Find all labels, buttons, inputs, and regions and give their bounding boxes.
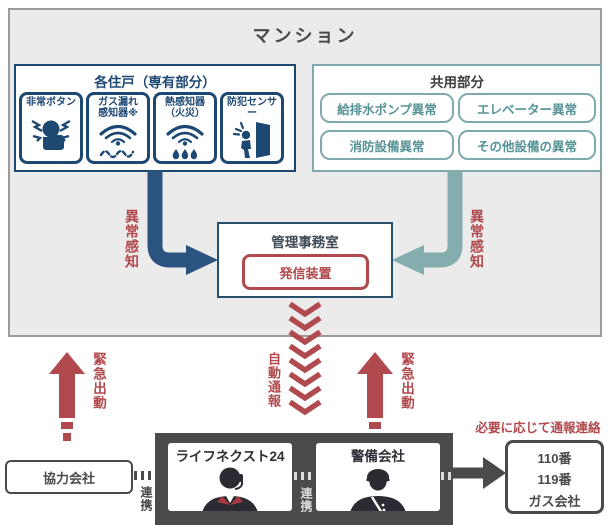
detect-arrow-left (147, 171, 218, 275)
auto-report-chevrons (288, 301, 322, 416)
dispatch-label-right: 緊急出動 (399, 352, 414, 410)
security-card: 警備会社 (316, 443, 440, 511)
detect-arrow-right (392, 171, 463, 275)
transmitter-box: 発信装置 (242, 254, 369, 290)
monitoring-container: ライフネクスト24 警備会社 (155, 433, 453, 525)
sensor-label: 防犯センサー (227, 97, 277, 120)
dispatch-arrow-right (357, 352, 393, 441)
sensor-tiles: 非常ボタン ガス漏れ 感知器※ (19, 92, 291, 164)
common-box-title: 共用部分 (430, 75, 484, 90)
detect-label-right: 異常感知 (469, 209, 485, 269)
common-items: 給排水ポンプ異常 エレベーター異常 消防設備異常 その他設備の異常 (320, 93, 596, 160)
gas-leak-detector-icon (98, 119, 138, 161)
common-item-pump: 給排水ポンプ異常 (320, 93, 454, 123)
common-box: 共用部分 給排水ポンプ異常 エレベーター異常 消防設備異常 その他設備の異常 (312, 64, 602, 172)
common-item-fire-equipment: 消防設備異常 (320, 130, 454, 160)
notify-arrow (451, 457, 506, 489)
management-office-box: 管理事務室 発信装置 (217, 222, 393, 298)
common-item-elevator: エレベーター異常 (458, 93, 596, 123)
monitoring-card: ライフネクスト24 (168, 443, 292, 511)
security-sensor-icon (232, 119, 272, 161)
sensor-label: 熱感知器 （火災） (165, 97, 205, 120)
notify-label: 必要に応じて通報連絡 (475, 421, 601, 435)
guard-icon (316, 465, 440, 511)
unit-box-title: 各住戸（専有部分） (94, 75, 216, 90)
detect-label-left: 異常感知 (124, 209, 140, 269)
sensor-tile-heat: 熱感知器 （火災） (153, 92, 217, 164)
partner-company-box: 協力会社 (5, 460, 133, 494)
sensor-tile-security: 防犯センサー (220, 92, 284, 164)
heat-detector-icon (165, 119, 205, 161)
auto-report-label: 自動通報 (266, 352, 281, 408)
link-dashes-left (134, 471, 155, 480)
emergency-button-icon (29, 108, 73, 161)
security-card-title: 警備会社 (351, 449, 405, 464)
link-dashes-center (294, 472, 314, 480)
sensor-tile-emergency-button: 非常ボタン (19, 92, 83, 164)
dispatch-label-left: 緊急出動 (91, 352, 106, 410)
mansion-title: マンション (252, 26, 358, 46)
recipients-box: 110番 119番 ガス会社 (505, 440, 604, 514)
link-dashes-right (441, 472, 453, 480)
monitoring-card-title: ライフネクスト24 (175, 449, 285, 464)
sensor-tile-gas-leak: ガス漏れ 感知器※ (86, 92, 150, 164)
link-label-center: 連携 (299, 487, 313, 513)
unit-box: 各住戸（専有部分） 非常ボタン (14, 64, 296, 172)
sensor-label: ガス漏れ 感知器※ (98, 97, 138, 120)
dispatch-arrow-left (49, 352, 85, 441)
sensor-label: 非常ボタン (26, 97, 76, 108)
management-office-title: 管理事務室 (271, 235, 339, 250)
link-label-left: 連携 (139, 486, 153, 512)
common-item-other: その他設備の異常 (458, 130, 596, 160)
operator-icon (168, 465, 292, 511)
